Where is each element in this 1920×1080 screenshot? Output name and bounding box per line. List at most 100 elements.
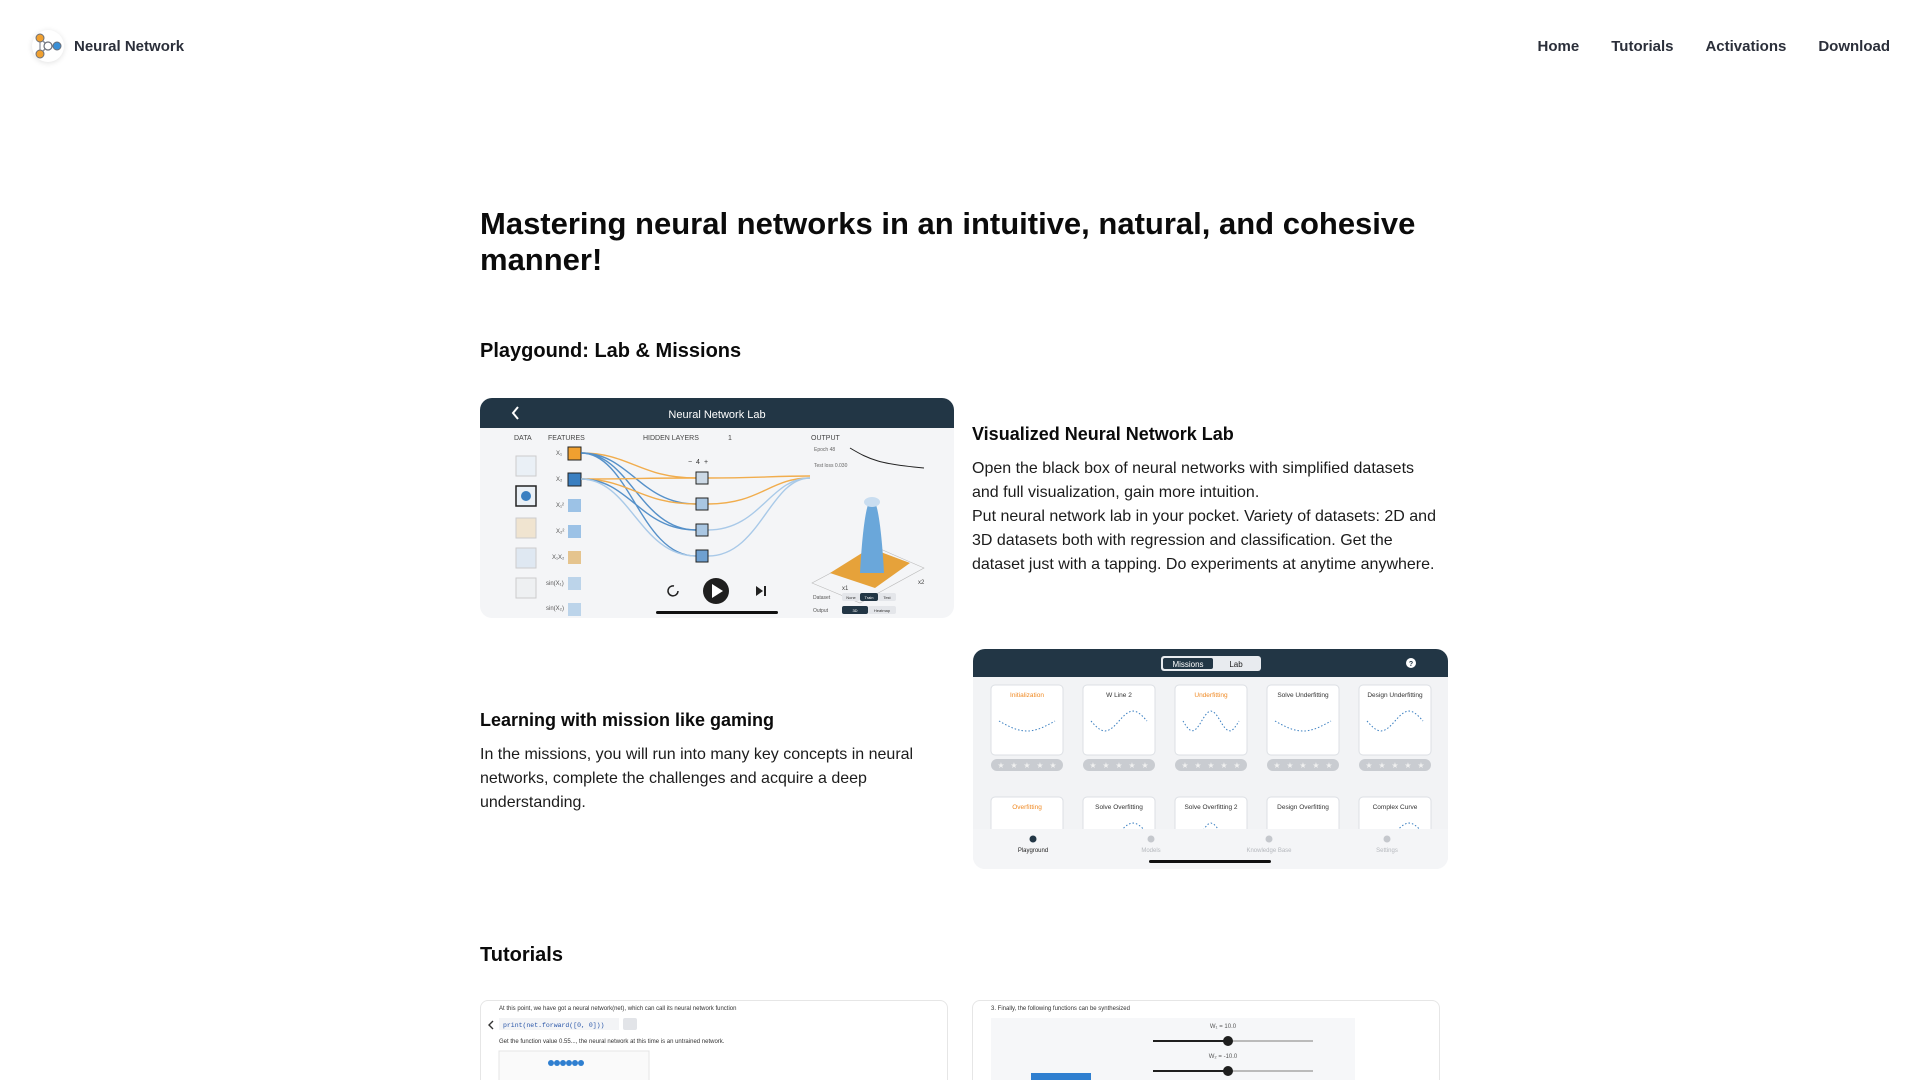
lab-loss: Test loss 0.030: [814, 463, 848, 469]
tab-label: Knowledge Base: [1246, 848, 1292, 854]
star-icon: ★: [1049, 761, 1056, 770]
star-icon: ★: [1404, 761, 1411, 770]
tutorial-card-code[interactable]: At this point, we have got a neural netw…: [480, 1000, 948, 1080]
app-tab-models: Models: [1141, 835, 1161, 854]
lab-tab: None: [846, 595, 856, 600]
lab-feature-label: X₁: [556, 451, 562, 457]
app-tab-settings: Settings: [1376, 835, 1398, 854]
star-icon: ★: [1036, 761, 1043, 770]
mission-feature-body: In the missions, you will run into many …: [480, 746, 914, 811]
mission-feature-title: Learning with mission like gaming: [480, 710, 775, 730]
help-icon: ?: [1409, 661, 1413, 668]
nav-home-link[interactable]: Home: [1537, 38, 1580, 55]
tutorial-text: At this point, we have got a neural netw…: [499, 1006, 736, 1012]
star-icon: ★: [997, 761, 1004, 770]
lab-col-output: OUTPUT: [811, 435, 841, 442]
mission-card-title: Initialization: [1010, 692, 1044, 699]
lab-feature-label: sin(X₁): [546, 581, 564, 587]
lab-tab: 3D: [852, 608, 857, 613]
mission-card-title: Solve Overfitting 2: [1184, 804, 1237, 811]
lab-col-data: DATA: [514, 435, 532, 442]
lab-axis-x1: x1: [842, 586, 849, 592]
slider-1-handle[interactable]: [1223, 1036, 1233, 1046]
star-icon: ★: [1365, 761, 1372, 770]
tutorial-code: print(net.forward([0, 0])): [503, 1022, 604, 1029]
lab-3d-surface: x1 x2: [811, 497, 925, 604]
tab-label: Settings: [1376, 848, 1398, 854]
main-nav: Home Tutorials Activations Download: [1538, 38, 1890, 55]
mission-card-title: Solve Underfitting: [1277, 692, 1329, 699]
mission-card-title: Solve Overfitting: [1095, 804, 1143, 811]
star-icon: ★: [1128, 761, 1135, 770]
mission-card-title: Design Underfitting: [1367, 692, 1423, 699]
lab-title: Neural Network Lab: [668, 409, 765, 421]
tab-icon: [1029, 835, 1037, 843]
star-icon: ★: [1378, 761, 1385, 770]
lab-hidden-count: 1: [728, 435, 732, 442]
lab-segment: Lab: [1229, 660, 1243, 669]
star-icon: ★: [1010, 761, 1017, 770]
mission-card-title: Design Overfitting: [1277, 804, 1329, 811]
mission-card-title: W Line 2: [1106, 692, 1132, 699]
lab-feature-column: X₁ X₂ X₁² X₂² X₁X₂ sin(X₁) sin(X₂): [546, 446, 582, 616]
tutorial-card-sliders[interactable]: 3. Finally, the following functions can …: [972, 1000, 1440, 1080]
playground-heading: Playgound: Lab & Missions: [480, 340, 742, 362]
star-icon: ★: [1273, 761, 1280, 770]
star-icon: ★: [1312, 761, 1319, 770]
nav-download-link[interactable]: Download: [1818, 38, 1890, 55]
missions-screenshot: Missions Lab ? Initialization ★ ★ ★ ★ ★ W Line…: [973, 649, 1448, 869]
mission-feature: Learning with mission like gaming In the…: [480, 710, 950, 815]
nav-activations-link[interactable]: Activations: [1705, 38, 1787, 55]
star-icon: ★: [1194, 761, 1201, 770]
tab-label: Playground: [1018, 848, 1048, 854]
lab-feature-label: X₁²: [556, 503, 564, 509]
mission-star-bar: [1359, 759, 1431, 771]
lab-screenshot: Neural Network Lab DATA FEATURES HIDDEN …: [480, 398, 954, 618]
mission-star-bar: [991, 759, 1063, 771]
missions-segment: Missions: [1172, 660, 1203, 669]
mission-star-bar: [1083, 759, 1155, 771]
tab-label: Models: [1141, 848, 1160, 854]
hero-title: Mastering neural networks in an intuitiv…: [480, 206, 1416, 277]
svg-text:+: +: [704, 459, 708, 466]
slider-2-handle[interactable]: [1223, 1066, 1233, 1076]
slider-label: W₂ = -10.0: [1209, 1054, 1238, 1060]
lab-axis-x2: x2: [918, 580, 925, 586]
tab-icon: [1265, 835, 1273, 843]
mission-card: W Line 2★★★★★: [1082, 684, 1156, 771]
brand-name: Neural Network: [74, 37, 185, 55]
lab-feature-label: X₂²: [556, 529, 564, 535]
star-icon: ★: [1102, 761, 1109, 770]
lab-epoch: Epoch 48: [814, 447, 835, 453]
mission-card-title: Overfitting: [1012, 804, 1042, 811]
brand-link[interactable]: Neural Network: [32, 30, 184, 62]
mission-card: Initialization ★ ★ ★ ★ ★: [990, 684, 1064, 771]
lab-feature-label: X₁X₂: [552, 555, 565, 561]
tab-icon: [1147, 835, 1155, 843]
lab-tab: Heatmap: [874, 608, 891, 613]
mission-curve: [1274, 720, 1332, 732]
lab-tab: Train: [865, 595, 874, 600]
slider-label: W₁ = 10.0: [1210, 1024, 1237, 1030]
mission-star-bar: [1267, 759, 1339, 771]
nav-tutorials-link[interactable]: Tutorials: [1611, 38, 1674, 55]
tutorial-text: Get the function value 0.55..., the neur…: [499, 1039, 725, 1045]
top-navbar: Neural Network Home Tutorials Activation…: [0, 0, 1920, 96]
app-tab-playground: Playground: [1018, 835, 1048, 854]
star-icon: ★: [1207, 761, 1214, 770]
tutorials-heading: Tutorials: [480, 944, 563, 966]
star-icon: ★: [1141, 761, 1148, 770]
mission-card: Solve Underfitting★★★★★: [1266, 684, 1340, 771]
mission-card: Underfitting★★★★★: [1174, 684, 1248, 771]
lab-col-features: FEATURES: [548, 435, 585, 442]
star-icon: ★: [1220, 761, 1227, 770]
lab-feature-title: Visualized Neural Network Lab: [972, 424, 1234, 444]
tab-icon: [1383, 835, 1391, 843]
lab-neuron-count: 4: [696, 459, 700, 466]
neural-network-logo-icon: [32, 30, 64, 62]
star-icon: ★: [1023, 761, 1030, 770]
lab-output-label: Output: [813, 608, 829, 614]
mission-curve: [1366, 710, 1424, 732]
star-icon: ★: [1286, 761, 1293, 770]
star-icon: ★: [1089, 761, 1096, 770]
